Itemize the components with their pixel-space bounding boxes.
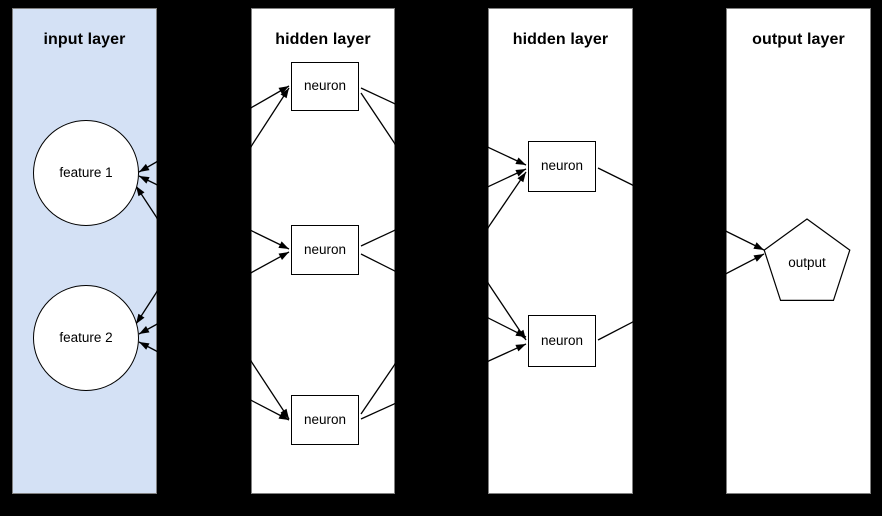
input-node-feature-2[interactable]: feature 2	[33, 285, 139, 391]
hidden-1-neuron-3[interactable]: neuron	[291, 395, 359, 445]
layer-panel-hidden-2: hidden layer	[488, 8, 633, 494]
layer-title-hidden-1: hidden layer	[275, 31, 371, 48]
layer-title-hidden-2: hidden layer	[512, 31, 609, 48]
hidden-1-neuron-2[interactable]: neuron	[291, 225, 359, 275]
layer-title-output: output layer	[752, 31, 845, 48]
layer-panel-input: input layer	[12, 8, 157, 494]
input-node-feature-1[interactable]: feature 1	[33, 120, 139, 226]
hidden-1-neuron-2-label: neuron	[303, 241, 347, 257]
hidden-2-neuron-1-label: neuron	[540, 158, 584, 174]
hidden-1-neuron-3-label: neuron	[303, 411, 347, 427]
output-node-label-wrap: output	[760, 255, 854, 271]
hidden-1-neuron-1[interactable]: neuron	[291, 62, 359, 111]
pentagon-icon	[763, 218, 851, 302]
input-node-feature-1-label: feature 1	[59, 164, 113, 180]
input-node-feature-2-label: feature 2	[59, 329, 113, 345]
hidden-2-neuron-2[interactable]: neuron	[528, 315, 596, 367]
output-node-label: output	[788, 255, 826, 270]
output-node[interactable]: output	[760, 217, 854, 311]
layer-title-input: input layer	[43, 31, 126, 48]
hidden-2-neuron-1[interactable]: neuron	[528, 141, 596, 192]
hidden-2-neuron-2-label: neuron	[540, 332, 584, 348]
hidden-1-neuron-1-label: neuron	[303, 78, 347, 94]
